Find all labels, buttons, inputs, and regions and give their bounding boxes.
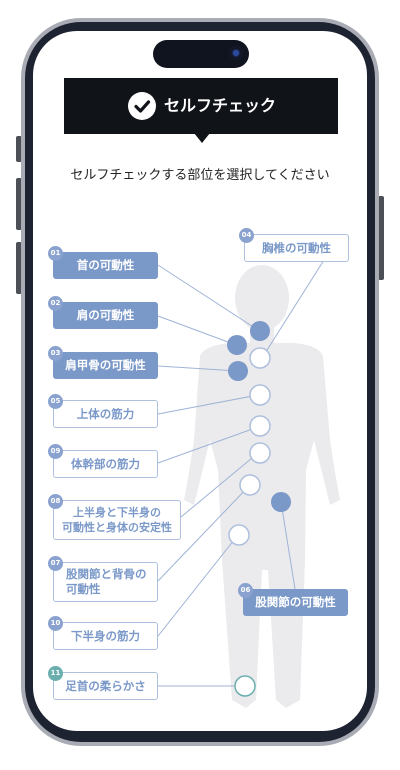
marker-hip: [271, 492, 291, 512]
item-number-badge: 02: [48, 296, 63, 311]
volume-up-button: [16, 178, 22, 230]
item-number-badge: 09: [48, 444, 63, 459]
marker-scapula: [228, 361, 248, 381]
page-header: [64, 78, 338, 134]
item-label-line1: 股関節と背骨の: [66, 567, 147, 581]
item-number-badge: 11: [48, 666, 63, 681]
item-number-badge: 05: [48, 394, 63, 409]
item-shoulder-mobility[interactable]: 肩の可動性: [53, 302, 158, 329]
item-scapula-mobility[interactable]: 肩甲骨の可動性: [53, 352, 158, 379]
item-core-strength[interactable]: 体幹部の筋力: [53, 450, 158, 478]
item-label: 肩甲骨の可動性: [65, 358, 146, 372]
instruction-text: セルフチェックする部位を選択してください: [70, 168, 330, 183]
item-hip-spine-mobility[interactable]: 股関節と背骨の 可動性: [53, 562, 158, 602]
item-number-badge: 10: [48, 616, 63, 631]
volume-down-button: [16, 242, 22, 294]
item-number-badge: 01: [48, 246, 63, 261]
item-thoracic-mobility[interactable]: 胸椎の可動性: [244, 234, 349, 262]
item-label: 肩の可動性: [76, 308, 135, 322]
marker-neck: [250, 321, 270, 341]
item-ankle-flexibility[interactable]: 足首の柔らかさ: [53, 672, 158, 700]
item-number-badge: 04: [239, 228, 254, 243]
item-label: 胸椎の可動性: [262, 240, 331, 255]
connector-lines: [157, 259, 325, 687]
item-label: 体幹部の筋力: [71, 456, 140, 471]
header-pointer: [194, 133, 210, 143]
item-neck-mobility[interactable]: 首の可動性: [53, 252, 158, 279]
silent-switch: [16, 136, 22, 162]
item-lower-body-strength[interactable]: 下半身の筋力: [53, 622, 158, 650]
item-body-stability[interactable]: 上半身と下半身の 可動性と身体の安定性: [53, 500, 181, 540]
item-label: 首の可動性: [76, 258, 135, 272]
marker-lower-body: [228, 524, 250, 546]
marker-thoracic: [249, 347, 271, 369]
marker-ankle: [234, 675, 256, 697]
check-icon: [128, 92, 156, 120]
body-markers: [227, 321, 291, 697]
item-hip-mobility[interactable]: 股関節の可動性: [243, 589, 348, 616]
marker-stability: [249, 442, 271, 464]
marker-upper-body: [249, 384, 271, 406]
item-upper-body-strength[interactable]: 上体の筋力: [53, 400, 158, 428]
camera-lens: [233, 50, 239, 56]
item-label-line1: 上半身と下半身の: [73, 506, 161, 519]
power-button: [378, 196, 384, 280]
marker-shoulder: [227, 335, 247, 355]
marker-core: [249, 415, 271, 437]
item-number-badge: 08: [48, 494, 63, 509]
marker-hip-spine: [239, 474, 261, 496]
item-label: 下半身の筋力: [71, 628, 140, 643]
item-label: 股関節の可動性: [255, 595, 336, 609]
page-title: セルフチェック: [164, 96, 277, 115]
item-number-badge: 06: [238, 583, 253, 598]
item-label: 上体の筋力: [76, 406, 135, 421]
item-label-line2: 可動性: [66, 582, 101, 596]
item-label-line2: 可動性と身体の安定性: [62, 521, 172, 534]
item-number-badge: 03: [48, 346, 63, 361]
item-label: 足首の柔らかさ: [65, 678, 146, 693]
item-number-badge: 07: [48, 556, 63, 571]
body-silhouette: [184, 265, 340, 708]
